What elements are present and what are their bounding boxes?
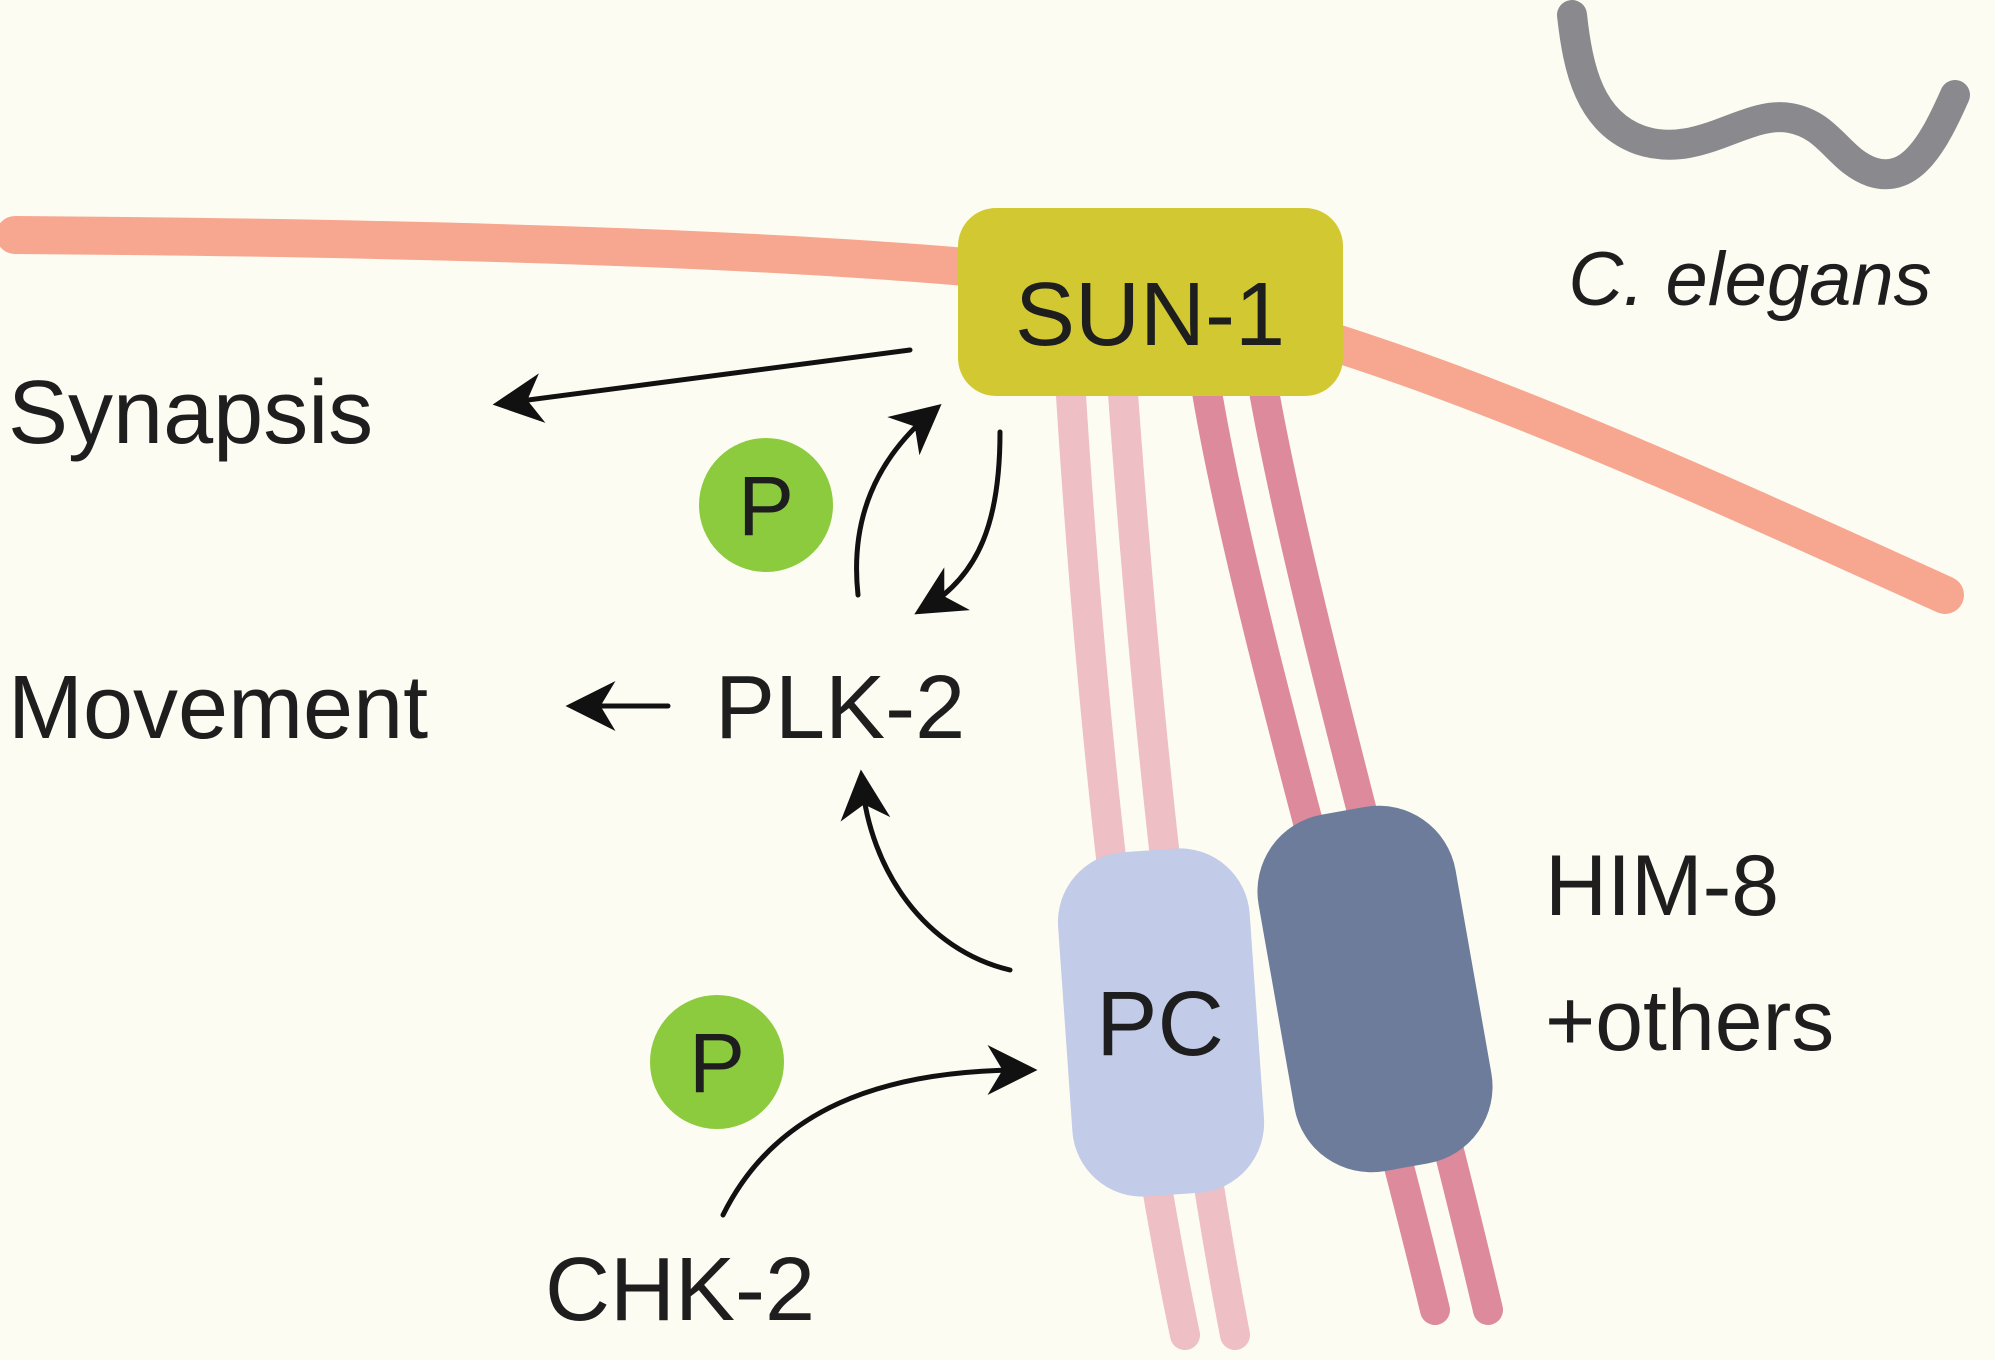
pc-box [1057,848,1265,1197]
him8-others-label: +others [1545,973,1834,1069]
arrow-chk2-to-pc [720,1045,1038,1218]
him8-label: HIM-8 [1545,838,1779,934]
phospho-label-upper: P [738,459,794,553]
sun1-label: SUN-1 [1015,265,1285,365]
phospho-label-lower: P [689,1016,745,1110]
plk2-label: PLK-2 [715,658,965,758]
arrow-plk2-to-sun1 [854,403,942,598]
sun1-box [958,208,1343,396]
him8-box [1257,805,1493,1173]
pc-label: PC [1096,973,1224,1075]
worm-icon [1557,0,1970,190]
arrow-pc-to-plk2 [840,769,1013,973]
arrow-sun1-to-synapsis [492,347,913,423]
synapsis-label: Synapsis [8,363,373,463]
organism-label: C. elegans [1568,237,1931,322]
phospho-badge-upper [699,438,833,572]
arrow-sun1-to-plk2 [914,429,1003,615]
phospho-badge-lower [650,995,784,1129]
chk2-label: CHK-2 [545,1240,815,1340]
movement-label: Movement [8,658,428,758]
